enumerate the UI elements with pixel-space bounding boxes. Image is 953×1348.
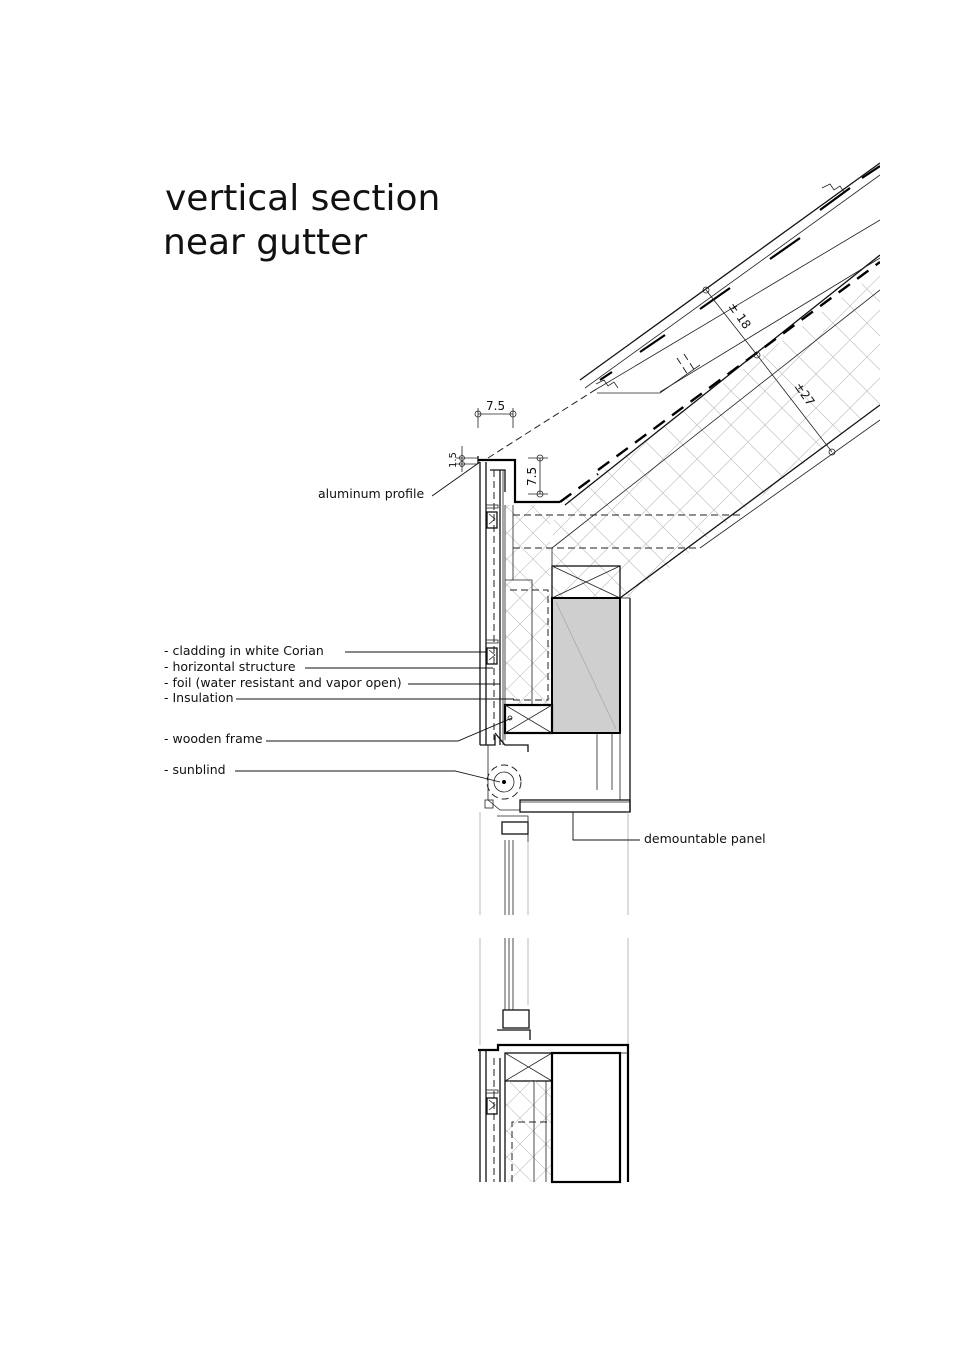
label-demountable-panel: demountable panel (644, 831, 766, 846)
roof-section: ± 18 ±27 (487, 162, 880, 599)
overhang-width-dim: 7.5 (486, 399, 505, 413)
overhang-dimension: 7.5 (474, 399, 517, 428)
drawing-title-line-2: near gutter (163, 222, 367, 263)
batten-depth-dim: ± 18 (726, 300, 754, 332)
profile-height-dim: 7.5 (525, 467, 539, 486)
cladding-fixing-mid (485, 639, 499, 665)
label-horizontal-structure: - horizontal structure (164, 659, 296, 674)
label-cladding: - cladding in white Corian (164, 643, 324, 658)
profile-lip-dimension: 1.5 (448, 446, 478, 472)
label-foil: - foil (water resistant and vapor open) (164, 675, 402, 690)
sunblind (484, 732, 631, 813)
annotation-horizontal-structure: - horizontal structure (164, 659, 493, 674)
cladding-fixing-lower (485, 1089, 499, 1115)
profile-lip-dim: 1.5 (448, 452, 459, 468)
annotation-sunblind: - sunblind (164, 762, 501, 783)
wall-insulation-upper (505, 505, 550, 705)
annotation-wooden-frame: - wooden frame (164, 717, 513, 746)
wooden-frame-box (503, 703, 554, 735)
lower-wall (478, 1043, 630, 1184)
annotation-insulation: - Insulation (164, 690, 514, 705)
drawing-title-line-1: vertical section (165, 178, 440, 219)
label-insulation: - Insulation (164, 690, 234, 705)
label-aluminum-profile: aluminum profile (318, 486, 424, 501)
roof-tiles (595, 165, 880, 389)
wall-insulation-lower (505, 1081, 552, 1182)
label-wooden-frame: - wooden frame (164, 731, 263, 746)
label-sunblind: - sunblind (164, 762, 226, 777)
annotation-aluminum-profile: aluminum profile (318, 461, 481, 501)
roof-insulation (552, 270, 880, 598)
annotation-foil: - foil (water resistant and vapor open) (164, 675, 500, 690)
cladding-fixing-top (485, 504, 499, 529)
profile-height-dimension: 7.5 (525, 454, 548, 498)
annotation-demountable-panel: demountable panel (572, 812, 766, 846)
window-frame (479, 812, 629, 1045)
roof-membrane (597, 261, 880, 471)
gutter-profile (477, 456, 560, 504)
annotation-cladding: - cladding in white Corian (164, 643, 486, 658)
facade-cladding-upper (479, 462, 504, 746)
